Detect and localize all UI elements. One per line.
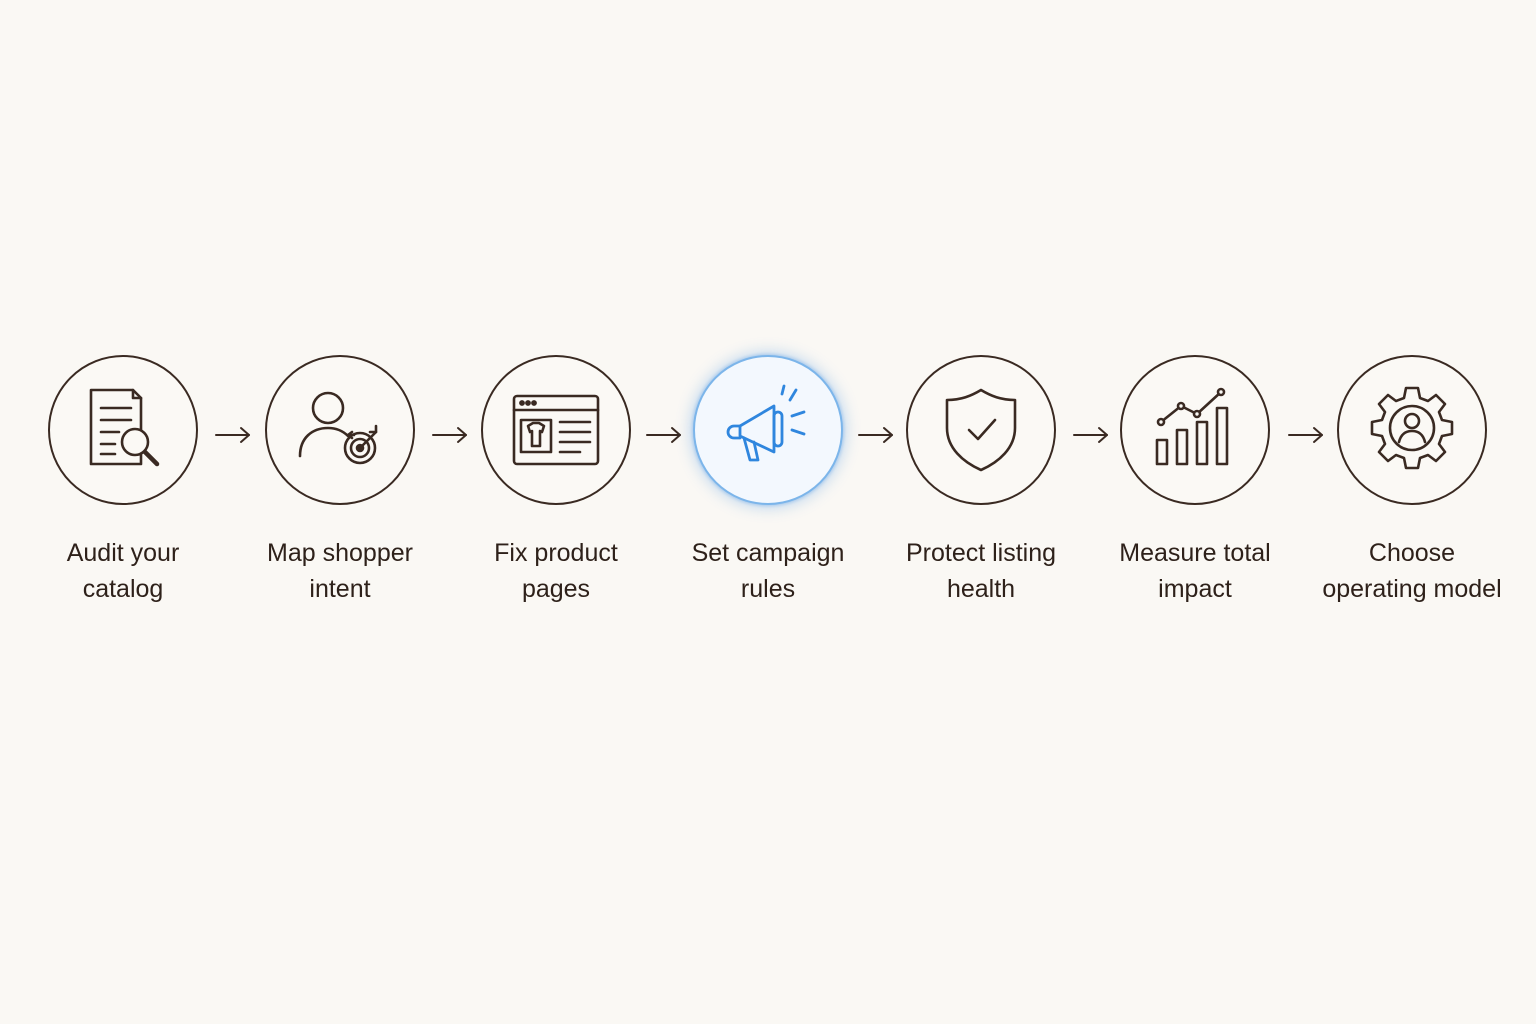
step-label-line: catalog [82,575,164,603]
step-audit-catalog[interactable]: Audit your catalog [13,355,233,607]
step-protect-listing-health[interactable]: Protect listing health [871,355,1091,607]
step-label-line: Audit your [66,539,180,567]
bar-chart-trend-icon [1155,387,1229,466]
step-circle [1337,355,1487,505]
gear-person-icon [1370,386,1454,470]
step-label-line: Set campaign [691,539,845,567]
step-label-line: Choose [1368,539,1456,567]
step-label-line: Map shopper [267,539,413,567]
product-page-icon [512,394,600,466]
person-target-icon [298,391,378,465]
step-circle [906,355,1056,505]
step-label-line: operating model [1322,575,1502,603]
step-label-line: intent [309,575,371,603]
step-label: Choose operating model [1302,535,1522,607]
step-label: Map shopper intent [230,535,450,607]
arrow-right-icon [430,424,470,446]
step-label-line: pages [521,575,591,603]
step-map-shopper-intent[interactable]: Map shopper intent [230,355,450,607]
arrow-right-icon [856,424,896,446]
step-label-line: impact [1158,575,1232,603]
step-label: Audit your catalog [13,535,233,607]
step-label: Set campaign rules [658,535,878,607]
step-label-line: Measure total [1119,539,1271,567]
step-label-line: Fix product [494,539,618,567]
step-label: Fix product pages [446,535,666,607]
step-choose-operating-model[interactable]: Choose operating model [1302,355,1522,607]
arrow-right-icon [1286,424,1326,446]
arrow-right-icon [1071,424,1111,446]
megaphone-icon [726,384,806,462]
step-label-line: rules [740,575,796,603]
step-circle-active [693,355,843,505]
step-set-campaign-rules[interactable]: Set campaign rules [658,355,878,607]
step-circle [1120,355,1270,505]
step-label-line: health [946,575,1016,603]
step-measure-total-impact[interactable]: Measure total impact [1085,355,1305,607]
arrow-right-icon [213,424,253,446]
step-label-line: Protect listing [905,539,1057,567]
step-fix-product-pages[interactable]: Fix product pages [446,355,666,607]
step-label: Protect listing health [871,535,1091,607]
step-circle [265,355,415,505]
document-search-icon [89,388,160,467]
step-label: Measure total impact [1085,535,1305,607]
shield-check-icon [945,388,1017,472]
step-circle [481,355,631,505]
arrow-right-icon [644,424,684,446]
step-circle [48,355,198,505]
